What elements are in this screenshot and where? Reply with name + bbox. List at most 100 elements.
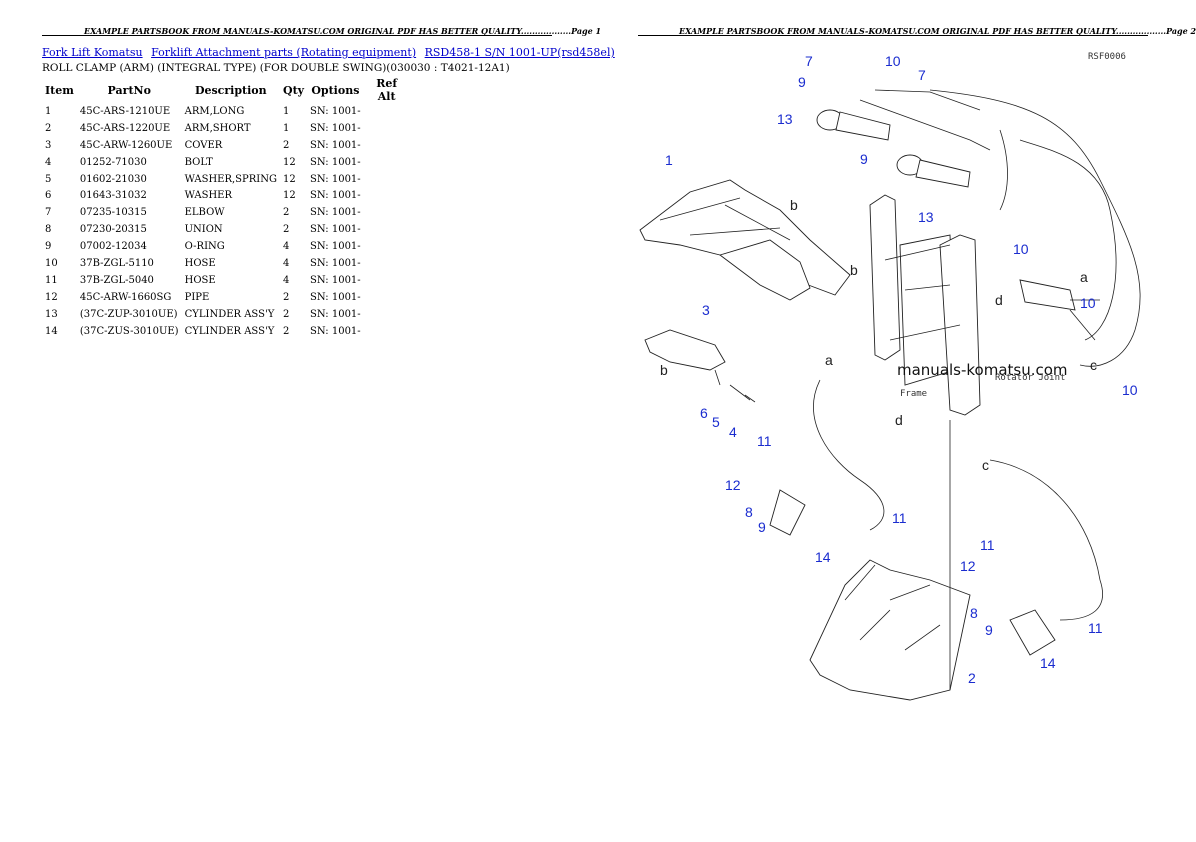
cell-options: SN: 1001-: [310, 224, 361, 236]
callout-label: 7: [918, 67, 926, 83]
callout-label: 8: [745, 504, 753, 520]
callout-label: 10: [885, 53, 901, 69]
cell-qty: 4: [282, 241, 290, 253]
breadcrumb-link-fork-lift[interactable]: Fork Lift Komatsu: [42, 46, 143, 59]
cell-ref-alt: [364, 255, 410, 272]
cell-qty: 1: [282, 105, 290, 117]
callout-label: 2: [968, 670, 976, 686]
cell-qty: 12: [282, 190, 296, 202]
cell-partno: 45C-ARW-1660SG: [79, 291, 172, 303]
breadcrumb-link-attachment-parts[interactable]: Forklift Attachment parts (Rotating equi…: [151, 46, 417, 59]
cell-ref-alt: [364, 238, 410, 255]
connection-letter: d: [895, 412, 903, 428]
page-header-1: EXAMPLE PARTSBOOK FROM MANUALS-KOMATSU.C…: [84, 26, 602, 36]
callout-label: 4: [729, 424, 737, 440]
callout-label: 7: [805, 53, 813, 69]
cell-item: 8: [45, 224, 52, 236]
cell-ref-alt: [364, 204, 410, 221]
callout-label: 11: [980, 537, 995, 553]
callout-label: 10: [1080, 295, 1096, 311]
cell-partno: 45C-ARW-1260UE: [79, 139, 173, 151]
callout-label: 9: [758, 519, 766, 535]
arm-short-drawing: [809, 559, 971, 701]
page-header-2: EXAMPLE PARTSBOOK FROM MANUALS-KOMATSU.C…: [679, 26, 1196, 36]
cell-ref-alt: [364, 171, 410, 188]
callout-label: 13: [777, 111, 793, 127]
cell-description: UNION: [184, 224, 223, 236]
header-rule-1: [42, 35, 552, 36]
cell-item: 13: [45, 308, 58, 320]
connection-letter: b: [660, 362, 668, 378]
cell-qty: 12: [282, 173, 296, 185]
cell-item: 9: [45, 241, 52, 253]
cell-description: WASHER: [184, 190, 232, 202]
cell-qty: 12: [282, 156, 296, 168]
connection-letter: d: [995, 292, 1003, 308]
cell-description: CYLINDER ASS'Y: [184, 325, 275, 337]
cell-item: 12: [45, 291, 58, 303]
cell-partno: 45C-ARS-1210UE: [79, 105, 171, 117]
callout-label: 10: [1013, 241, 1029, 257]
cell-options: SN: 1001-: [310, 274, 361, 286]
cell-description: ELBOW: [184, 207, 225, 219]
cell-description: ARM,LONG: [184, 105, 245, 117]
cell-item: 7: [45, 207, 52, 219]
cylinders-top-drawing: [816, 89, 1008, 211]
cell-qty: 2: [282, 207, 290, 219]
column-header-options: Options: [311, 83, 360, 97]
cell-ref-alt: [364, 187, 410, 204]
cell-partno: 07230-20315: [79, 224, 147, 236]
callout-label: 5: [712, 414, 720, 430]
cell-description: CYLINDER ASS'Y: [184, 308, 275, 320]
cell-ref-alt: [364, 323, 410, 340]
breadcrumb-link-model[interactable]: RSD458-1 S/N 1001-UP(rsd458el): [424, 46, 615, 59]
watermark: manuals-komatsu.com: [897, 361, 1068, 379]
cell-partno: (37C-ZUS-3010UE): [79, 325, 179, 337]
connection-letter: c: [982, 457, 989, 473]
column-header-description: Description: [194, 83, 267, 97]
connection-letter: a: [1080, 269, 1088, 285]
cell-ref-alt: [364, 120, 410, 137]
callout-label: 11: [757, 433, 772, 449]
cell-options: SN: 1001-: [310, 139, 361, 151]
column-header-item: Item: [45, 83, 74, 97]
cell-qty: 1: [282, 122, 290, 134]
frame-drawing: [869, 194, 981, 416]
callout-label: 1: [665, 152, 673, 168]
callout-label: 14: [1040, 655, 1056, 671]
callout-label: 11: [1088, 620, 1103, 636]
lower-hoses-drawing: [769, 379, 1103, 690]
callout-label: 8: [970, 605, 978, 621]
cell-partno: 01643-31032: [79, 190, 147, 202]
cell-ref-alt: [364, 103, 410, 120]
connection-letter: c: [1090, 357, 1097, 373]
cell-ref-alt: [364, 154, 410, 171]
cell-ref-alt: [364, 306, 410, 323]
connection-letter: b: [790, 197, 798, 213]
cell-qty: 4: [282, 257, 290, 269]
cell-description: WASHER,SPRING: [184, 173, 277, 185]
cell-partno: 37B-ZGL-5110: [79, 257, 154, 269]
cell-description: ARM,SHORT: [184, 122, 251, 134]
cell-item: 1: [45, 105, 52, 117]
cell-item: 2: [45, 122, 52, 134]
cell-ref-alt: [364, 221, 410, 238]
diagram-code: RSF0006: [1088, 52, 1126, 62]
callout-label: 6: [700, 405, 708, 421]
cell-partno: 07235-10315: [79, 207, 147, 219]
connection-letter: b: [850, 262, 858, 278]
cell-description: BOLT: [184, 156, 213, 168]
parts-table: Item PartNo Description Qty Options Ref …: [42, 77, 410, 339]
page-subtitle: ROLL CLAMP (ARM) (INTEGRAL TYPE) (FOR DO…: [42, 62, 510, 74]
callout-label: 9: [798, 74, 806, 90]
cell-qty: 2: [282, 291, 290, 303]
callout-label: 14: [815, 549, 831, 565]
callout-label: 11: [892, 510, 907, 526]
